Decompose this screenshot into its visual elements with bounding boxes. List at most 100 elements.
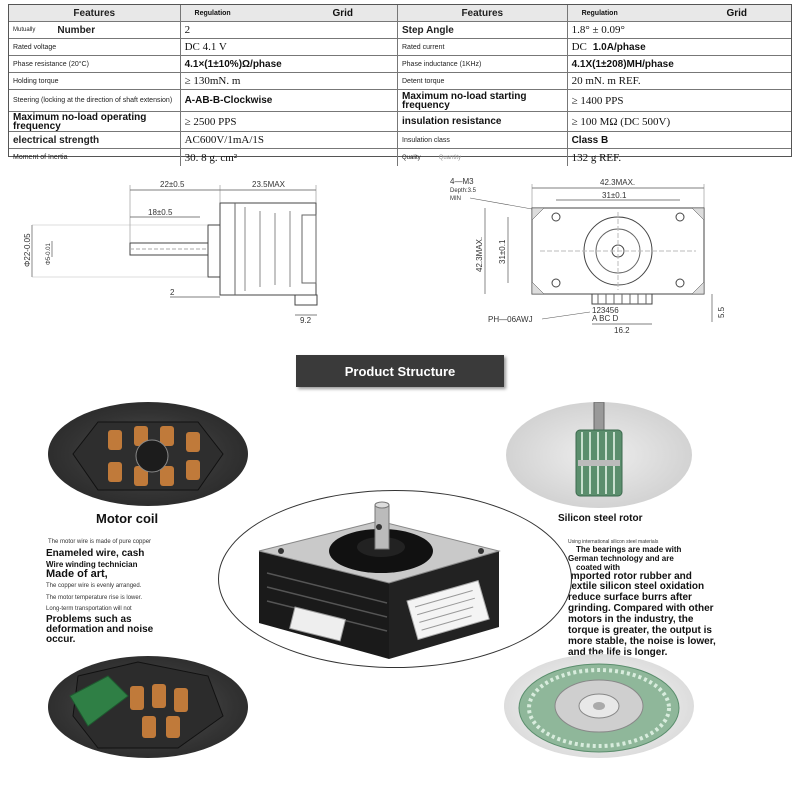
- rotor-text: grinding. Compared with other: [568, 603, 714, 614]
- coil-board-image: [48, 656, 248, 758]
- spec-row: Holding torque ≥ 130mN. m Detent torque …: [9, 73, 791, 90]
- spec-label: Mutually Number: [9, 22, 181, 38]
- depth-label: Depth:3.5: [450, 188, 477, 194]
- rotor-end-illustration: [518, 663, 680, 753]
- coil-text-bold: Made of art,: [46, 568, 108, 580]
- spec-value: ≥ 100 MΩ (DC 500V): [571, 115, 671, 128]
- coil-text-bold: occur.: [46, 634, 76, 645]
- spec-label-faint: Quantity: [438, 154, 462, 161]
- dim-16-2: 16.2: [614, 326, 630, 335]
- spec-value: ≥ 2500 PPS: [181, 112, 398, 131]
- spec-row: Moment of Inertia 30. 8 g. cm² Quality Q…: [9, 149, 791, 166]
- spec-value: 30. 8 g. cm²: [181, 149, 398, 166]
- coil-text-small: The motor temperature rise is lower.: [46, 595, 143, 601]
- spec-header-row: Features Regulation Grid Features Regula…: [9, 5, 792, 22]
- dim-42-3-top: 42.3MAX.: [600, 178, 635, 187]
- dim-31-top: 31±0.1: [602, 191, 627, 200]
- connector-label: PH—06AWJ: [488, 315, 533, 324]
- rotor-text: more stable, the noise is lower,: [568, 636, 716, 647]
- dim-42-3-left: 42.3MAX.: [475, 237, 484, 272]
- dim-9-2: 9.2: [300, 316, 312, 325]
- spec-row: electrical strength AC600V/1mA/1S Insula…: [9, 132, 791, 149]
- spec-label-big: Number: [57, 24, 96, 36]
- spec-value: 20 mN. m REF.: [571, 75, 641, 87]
- motor-coil-image: [48, 402, 248, 506]
- spec-value: 4.1X(1±208)MH/phase: [571, 58, 674, 70]
- spec-row: Phase resistance (20°C) 4.1×(1±10%)Ω/pha…: [9, 56, 791, 73]
- hole-label: 4—M3: [450, 177, 474, 186]
- flange-outline: [207, 224, 221, 278]
- spec-label: Detent torque: [398, 73, 568, 89]
- coil-text-small: Long-term transportation will not: [46, 606, 132, 612]
- motor-coil-title: Motor coil: [96, 511, 159, 526]
- coil-text-small: The motor wire is made of pure copper: [48, 539, 152, 545]
- spec-value: 4.1×(1±10%)Ω/phase: [181, 56, 398, 72]
- rotor-text-small: Using international silicon steel materi…: [568, 539, 659, 545]
- spec-label: electrical strength: [9, 132, 181, 148]
- pin-letters: A BC D: [592, 314, 618, 323]
- side-view-drawing: 22±0.5 23.5MAX 18±0.5 Φ22-0.05 Φ5-0.01 2…: [23, 180, 318, 325]
- spec-label: Insulation class: [398, 132, 568, 148]
- spec-row: Maximum no-load operating frequency ≥ 25…: [9, 112, 791, 132]
- rotor-text: reduce surface burrs after: [568, 592, 692, 603]
- spec-value-prefix: DC: [571, 41, 587, 53]
- rotor-text: coated with: [576, 563, 621, 572]
- spec-label: Moment of Inertia: [9, 149, 181, 166]
- coil-text-bold: Enameled wire, cash: [46, 548, 145, 559]
- header-features-right: Features: [398, 5, 568, 21]
- rotor-text: motors in the industry, the: [568, 614, 694, 625]
- spec-value: ≥ 1400 PPS: [571, 94, 624, 107]
- spec-value: DC 1.0A/phase: [568, 39, 791, 55]
- rotor-text: The bearings are made with: [576, 545, 682, 554]
- rotor-text: and the life is longer.: [568, 647, 668, 658]
- motor-coil-illustration: [72, 421, 224, 491]
- rotor-illustration: [575, 402, 623, 497]
- spec-value: 1.8° ± 0.09°: [571, 24, 625, 36]
- header-grid-right: Grid: [726, 7, 748, 19]
- dim-22: 22±0.5: [160, 180, 185, 189]
- rotor-text: imported rotor rubber and: [568, 571, 692, 582]
- header-regulation-right: Regulation Grid: [567, 5, 792, 21]
- dim-5-5: 5.5: [717, 306, 726, 318]
- dim-2: 2: [170, 288, 175, 297]
- spec-label: insulation resistance: [398, 112, 568, 131]
- coil-text-bold: Problems such as: [46, 614, 132, 625]
- dim-shaft-small: Φ5-0.01: [46, 243, 52, 265]
- spec-label: Rated voltage: [9, 39, 181, 55]
- spec-row: Rated voltage DC 4.1 V Rated current DC …: [9, 39, 791, 56]
- spec-label-quality: Quality: [402, 154, 421, 161]
- spec-label: Steering (locking at the direction of sh…: [9, 90, 181, 111]
- min-label: MIN: [450, 196, 461, 202]
- spec-label: Rated current: [398, 39, 568, 55]
- spec-label: Maximum no-load starting frequency: [398, 90, 568, 111]
- dim-23-5: 23.5MAX: [252, 180, 286, 189]
- spec-label: Holding torque: [9, 73, 181, 89]
- rotor-end-image: [504, 654, 694, 758]
- silicon-steel-rotor-image: [506, 402, 692, 508]
- spec-value: 2: [181, 22, 398, 38]
- dim-18: 18±0.5: [148, 208, 173, 217]
- spec-value-main: 1.0A/phase: [592, 41, 646, 53]
- spec-row: Steering (locking at the direction of sh…: [9, 90, 791, 112]
- coil-text-bold: Wire winding technician: [46, 560, 138, 569]
- rotor-text: textile silicon steel oxidation: [568, 581, 705, 592]
- spec-table: Features Regulation Grid Features Regula…: [8, 4, 792, 166]
- stepper-motor-image: [218, 490, 572, 668]
- coil-text-bold: deformation and noise: [46, 624, 154, 635]
- dim-31-left: 31±0.1: [498, 239, 507, 264]
- header-regulation-right-small: Regulation: [581, 9, 618, 17]
- pin-numbers: 123456: [592, 306, 619, 315]
- stepper-motor-illustration: [258, 501, 501, 659]
- spec-label: Phase resistance (20°C): [9, 56, 181, 72]
- spec-label: Maximum no-load operating frequency: [9, 112, 181, 131]
- header-grid-left: Grid: [332, 7, 354, 19]
- spec-value: A-AB-B-Clockwise: [181, 90, 398, 111]
- front-view-drawing: 4—M3 Depth:3.5 MIN 42.3MAX. 31±0.1 42.3M…: [450, 177, 726, 335]
- spec-row: Mutually Number 2 Step Angle 1.8° ± 0.09…: [9, 22, 791, 39]
- product-structure-banner: Product Structure: [296, 355, 504, 387]
- rotor-title: Silicon steel rotor: [558, 513, 643, 524]
- spec-value: ≥ 130mN. m: [181, 73, 398, 89]
- spec-value: DC 4.1 V: [181, 39, 398, 55]
- motor-body-outline: [219, 202, 317, 296]
- spec-label: Step Angle: [398, 22, 568, 38]
